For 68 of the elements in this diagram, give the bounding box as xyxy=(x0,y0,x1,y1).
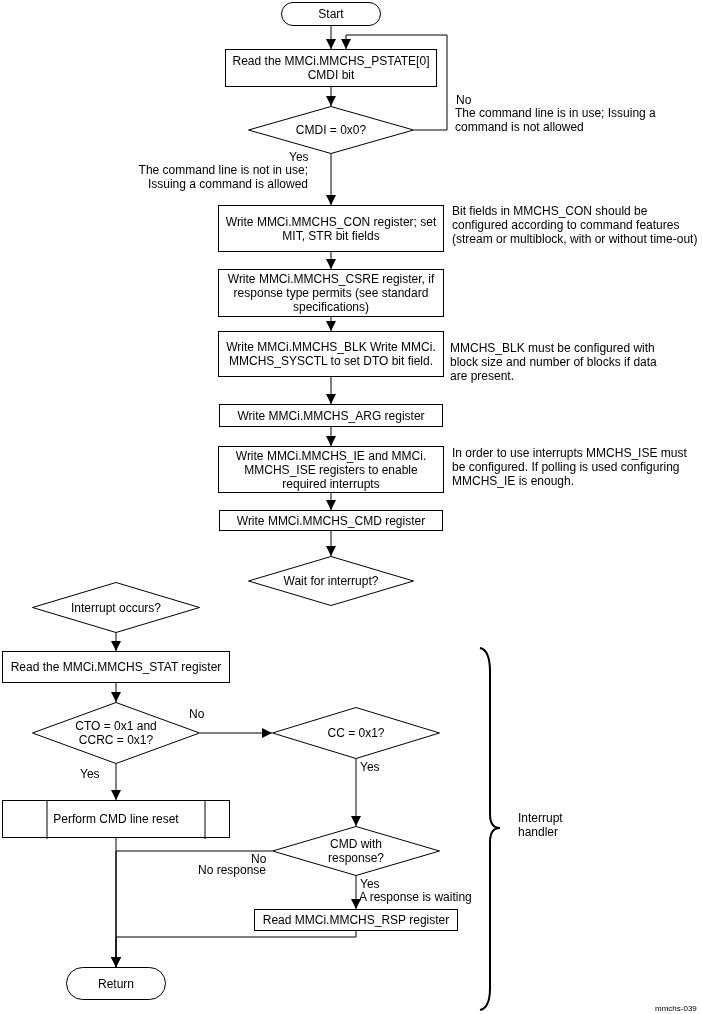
terminal-box xyxy=(281,2,381,26)
arrow xyxy=(111,682,121,703)
arrow xyxy=(326,530,336,557)
side-note: MMCHS_BLK must be configured with block size and number of blocks if data are present. xyxy=(450,341,658,383)
figure-id: mmchs-039 xyxy=(655,1004,698,1014)
edge-label: Yes xyxy=(359,760,381,774)
arrow xyxy=(351,875,361,910)
step-label: Read the MMCi.MMCHS_PSTATE[0] CMDI bit xyxy=(232,54,430,82)
side-note: In order to use interrupts MMCHS_ISE must be configured. If polling is used configuring MMCHS_IE is enough. xyxy=(452,446,688,488)
annotation-text: Interrupt handler xyxy=(518,812,564,840)
decision-diamond xyxy=(32,582,200,633)
process-box xyxy=(218,446,444,493)
step-label: Start xyxy=(318,7,344,21)
arrow xyxy=(326,316,336,332)
decision-diamond xyxy=(248,106,414,154)
annotation-text: The command line is in use; Issuing a command is not allowed xyxy=(455,107,657,135)
decision-diamond xyxy=(272,707,440,759)
process-box xyxy=(218,331,444,377)
predefined-process-box xyxy=(2,800,230,838)
process-box xyxy=(254,909,458,931)
step-label: Read the MMCi.MMCHS_STAT register xyxy=(10,660,222,674)
arrow xyxy=(326,426,336,447)
step-label: Perform CMD line reset xyxy=(53,812,179,826)
process-box xyxy=(219,510,443,531)
edge-label: Yes xyxy=(79,767,101,781)
decision-diamond xyxy=(248,556,414,606)
arrow xyxy=(326,376,336,405)
edge-label: No xyxy=(455,93,473,107)
step-label: CMDI = 0x0? xyxy=(295,123,367,137)
process-box xyxy=(219,404,443,427)
step-label: Write MMCi.MMCHS_BLK Write MMCi. MMCHS_SYSCTL to set DTO bit field. xyxy=(225,340,437,368)
step-label: CMD with response? xyxy=(326,837,385,865)
process-box xyxy=(2,651,230,683)
annotation-text: No response xyxy=(198,864,268,878)
step-label: Wait for interrupt? xyxy=(283,574,379,588)
arrow xyxy=(326,25,336,50)
process-box xyxy=(225,49,437,87)
step-label: Return xyxy=(98,976,134,991)
step-label: Interrupt occurs? xyxy=(70,600,161,615)
step-label: Write MMCi.MMCHS_CMD register xyxy=(236,513,426,528)
step-label: Write MMCi.MMCHS_CON register; set MIT, STR bit fields xyxy=(225,214,437,243)
step-label: CC = 0x1? xyxy=(327,726,385,740)
process-box xyxy=(218,269,444,317)
arrow xyxy=(326,492,336,511)
edge-label: Yes xyxy=(359,877,381,891)
step-label: CTO = 0x1 and CCRC = 0x1? xyxy=(74,719,158,747)
step-label: Write MMCi.MMCHS_IE and MMCi. MMCHS_ISE registers to enable required interrupts xyxy=(234,448,428,491)
decision-diamond xyxy=(272,826,440,876)
side-note: Bit fields in MMCHS_CON should be configured according to command features (stream or multiblock, with or without time-out) xyxy=(452,204,699,246)
arrow xyxy=(351,758,361,827)
arrow xyxy=(111,763,121,801)
annotation-text: The command line is not in use; Issuing a command is allowed xyxy=(137,164,308,192)
arrow xyxy=(326,153,336,206)
arrow xyxy=(111,837,121,968)
step-label: Write MMCi.MMCHS_ARG register xyxy=(237,408,425,423)
edge-label: Yes xyxy=(288,150,310,164)
arrow xyxy=(111,632,121,652)
terminal-box xyxy=(66,967,166,1000)
step-label: Write MMCi.MMCHS_CSRE register, if response type permits (see standard specifications) xyxy=(226,272,436,314)
arrow xyxy=(326,251,336,270)
annotation-text: A response is waiting xyxy=(359,891,473,905)
arrow xyxy=(341,34,448,131)
edge-label: No xyxy=(250,852,268,866)
arrow xyxy=(199,728,273,738)
process-box xyxy=(218,205,444,252)
arrow xyxy=(326,86,336,107)
step-label: Read MMCi.MMCHS_RSP register xyxy=(262,913,450,927)
edge-label: No xyxy=(188,707,206,721)
